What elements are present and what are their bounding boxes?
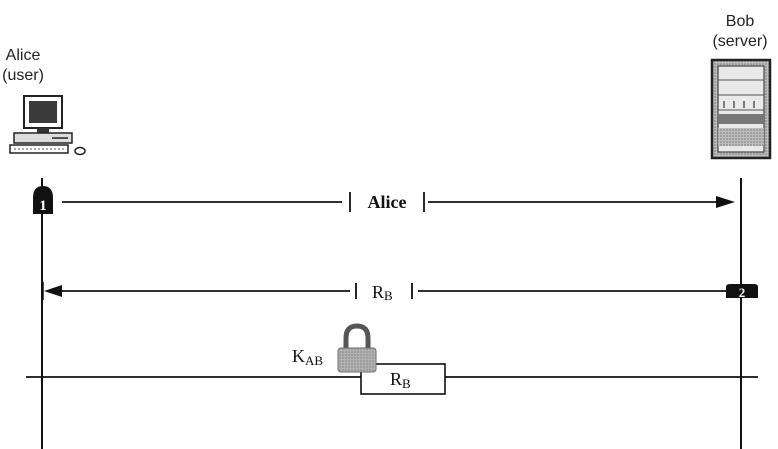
step-1-number: 1: [39, 198, 47, 214]
bob-role: (server): [712, 33, 768, 50]
alice-name: Alice: [5, 47, 41, 64]
encrypted-payload: RB: [390, 369, 411, 391]
step-2-number: 2: [739, 285, 746, 300]
alice-role: (user): [2, 67, 44, 84]
desktop-computer-icon: [9, 95, 86, 156]
step-1-marker: 1: [33, 186, 53, 214]
step-2-message: RB: [372, 282, 393, 303]
step-2-marker: 2: [726, 284, 758, 300]
alice-label: Alice (user): [0, 46, 46, 86]
bob-name: Bob: [725, 13, 755, 30]
bob-label: Bob (server): [700, 12, 778, 52]
padlock-icon: [337, 323, 377, 373]
step-1-message: Alice: [368, 192, 407, 212]
encryption-key: KAB: [292, 346, 323, 368]
server-icon: [710, 58, 772, 160]
